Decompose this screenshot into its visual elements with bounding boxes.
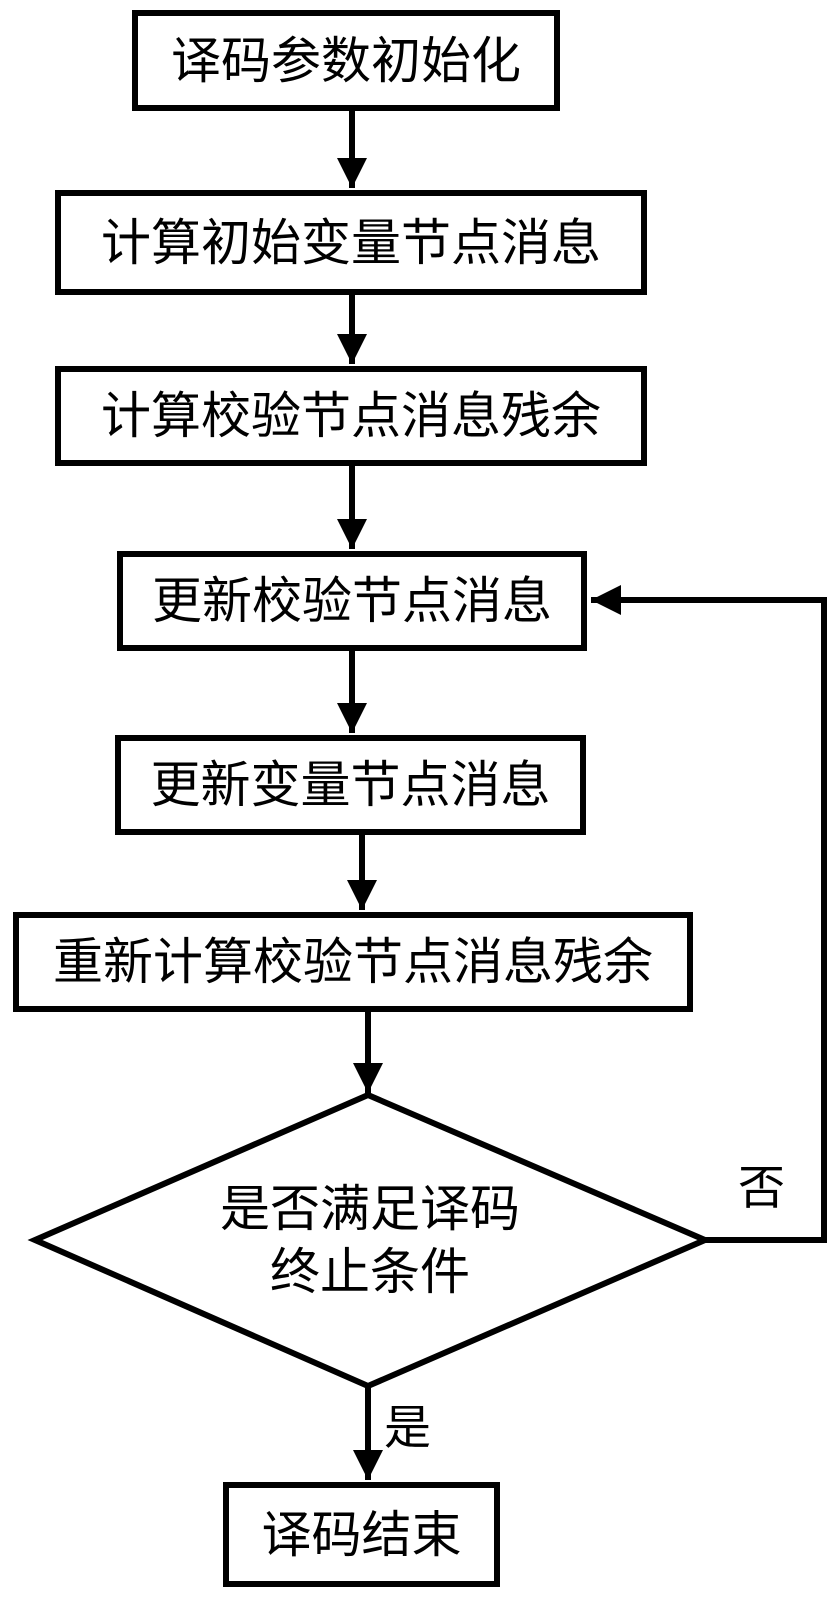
flow-node-init: 译码参数初始化: [132, 10, 560, 111]
branch-label-yes: 是: [384, 1403, 431, 1455]
termination-check-line1: 是否满足译码: [220, 1181, 520, 1237]
flow-node-decoding-end: 译码结束: [223, 1482, 500, 1587]
flow-node-termination-check-label: 是否满足译码 终止条件: [35, 1178, 705, 1304]
flow-node-update-variable-node-messages: 更新变量节点消息: [115, 735, 586, 835]
flow-node-recalc-check-node-message-residuals: 重新计算校验节点消息残余: [13, 912, 693, 1012]
flow-node-calc-check-node-message-residuals: 计算校验节点消息残余: [55, 366, 647, 466]
flow-node-update-check-node-messages: 更新校验节点消息: [117, 551, 587, 651]
feedback-loop-no-arrow: [591, 585, 827, 1243]
termination-check-line2: 终止条件: [270, 1244, 470, 1300]
branch-label-no: 否: [738, 1163, 785, 1215]
